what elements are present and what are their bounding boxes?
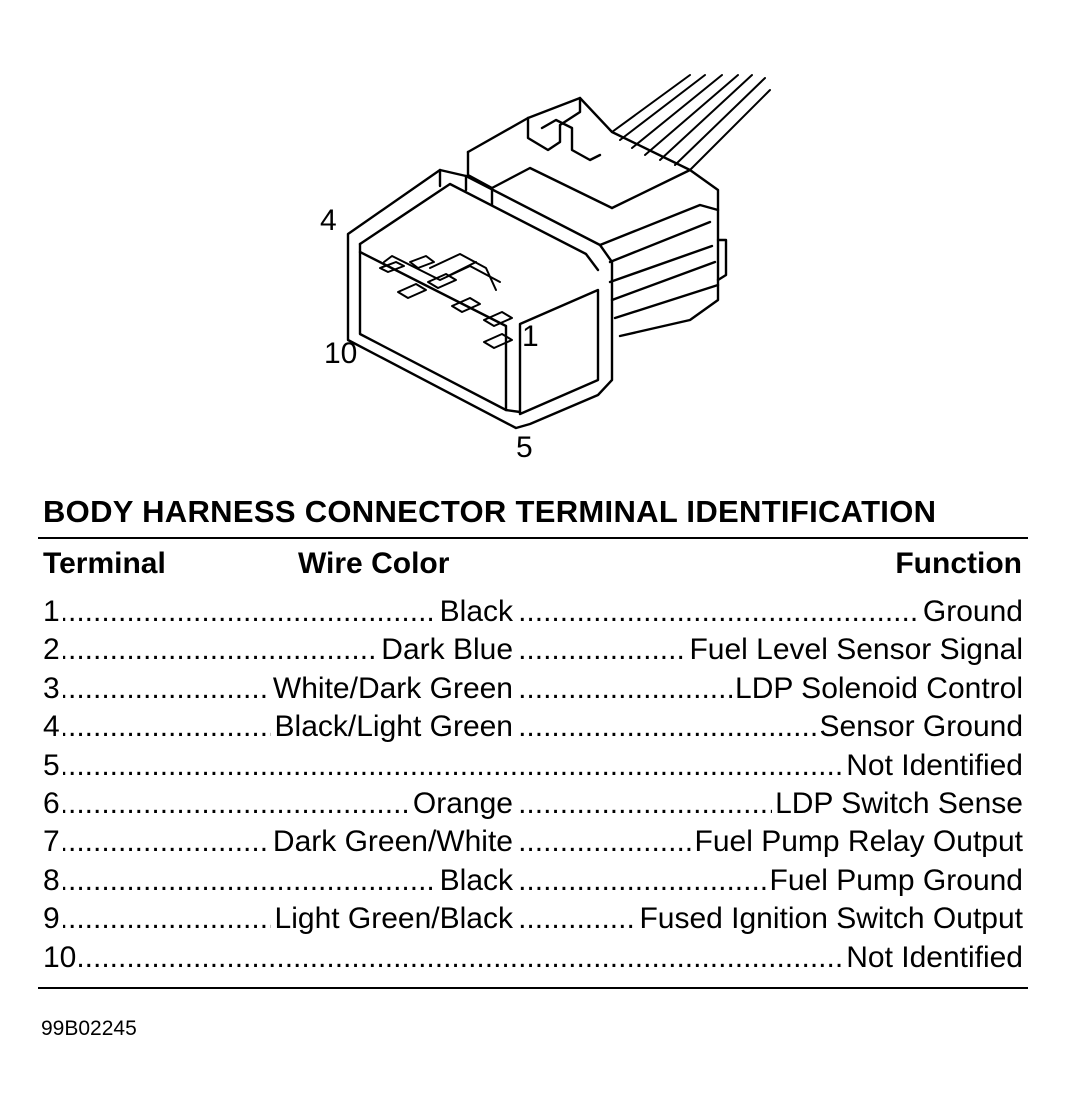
function-cell: Sensor Ground <box>816 708 1023 747</box>
terminal-cell: 4 <box>43 708 63 747</box>
pin-4-label: 4 <box>320 204 337 237</box>
function-cell: Fuel Pump Relay Output <box>691 823 1023 862</box>
function-cell: Not Identified <box>843 746 1023 785</box>
terminal-cell: 9 <box>43 900 63 939</box>
terminal-cell: 10 <box>43 938 80 977</box>
header-terminal: Terminal <box>43 547 166 580</box>
table-row: ........................................… <box>43 938 1023 977</box>
table-row: ........................................… <box>43 708 1023 747</box>
wire-color-cell: Dark Green/White <box>268 823 517 862</box>
table-row: ........................................… <box>43 823 1023 862</box>
wire-color-cell: Black <box>435 861 517 900</box>
terminal-table: ........................................… <box>43 593 1023 977</box>
wire-color-cell: Dark Blue <box>377 631 517 670</box>
table-row: ........................................… <box>43 784 1023 823</box>
pin-5-label: 5 <box>516 431 533 464</box>
function-cell: Not Identified <box>843 938 1023 977</box>
terminal-cell: 5 <box>43 746 63 785</box>
terminal-cell: 1 <box>43 593 63 631</box>
function-cell: Fused Ignition Switch Output <box>636 900 1023 939</box>
terminal-cavities <box>379 253 513 349</box>
figure-code: 99B02245 <box>41 1017 137 1040</box>
bottom-divider <box>38 987 1028 989</box>
front-housing <box>346 168 614 430</box>
function-cell: LDP Solenoid Control <box>732 669 1023 708</box>
table-row: ........................................… <box>43 631 1023 670</box>
wire-color-cell: Light Green/Black <box>270 900 517 939</box>
dot-leader: ........................................… <box>43 595 1023 628</box>
table-row: ........................................… <box>43 861 1023 900</box>
terminal-cell: 2 <box>43 631 63 670</box>
terminal-cell: 6 <box>43 784 63 823</box>
wire-color-cell: Black/Light Green <box>270 708 517 747</box>
terminal-cell: 7 <box>43 823 63 862</box>
connector-illustration <box>346 74 771 430</box>
table-title: BODY HARNESS CONNECTOR TERMINAL IDENTIFI… <box>43 494 937 529</box>
function-cell: Fuel Pump Ground <box>766 861 1023 900</box>
rear-housing <box>466 96 728 338</box>
terminal-cell: 3 <box>43 669 63 708</box>
table-row: ........................................… <box>43 900 1023 939</box>
function-cell: Fuel Level Sensor Signal <box>686 631 1023 670</box>
function-cell: Ground <box>919 593 1023 631</box>
header-wire-color: Wire Color <box>298 547 450 580</box>
wire-color-cell: White/Dark Green <box>268 669 517 708</box>
pin-10-label: 10 <box>324 337 358 370</box>
wire-color-cell: Black <box>435 593 517 631</box>
wire-color-cell: Orange <box>408 784 517 823</box>
pin-1-label: 1 <box>522 320 539 353</box>
function-cell: LDP Switch Sense <box>772 784 1023 823</box>
terminal-cell: 8 <box>43 861 63 900</box>
header-function: Function <box>895 547 1022 580</box>
wire-bundle <box>611 74 771 171</box>
table-row: ........................................… <box>43 669 1023 708</box>
title-divider <box>38 537 1028 539</box>
table-row: ........................................… <box>43 746 1023 785</box>
table-row: ........................................… <box>43 593 1023 631</box>
